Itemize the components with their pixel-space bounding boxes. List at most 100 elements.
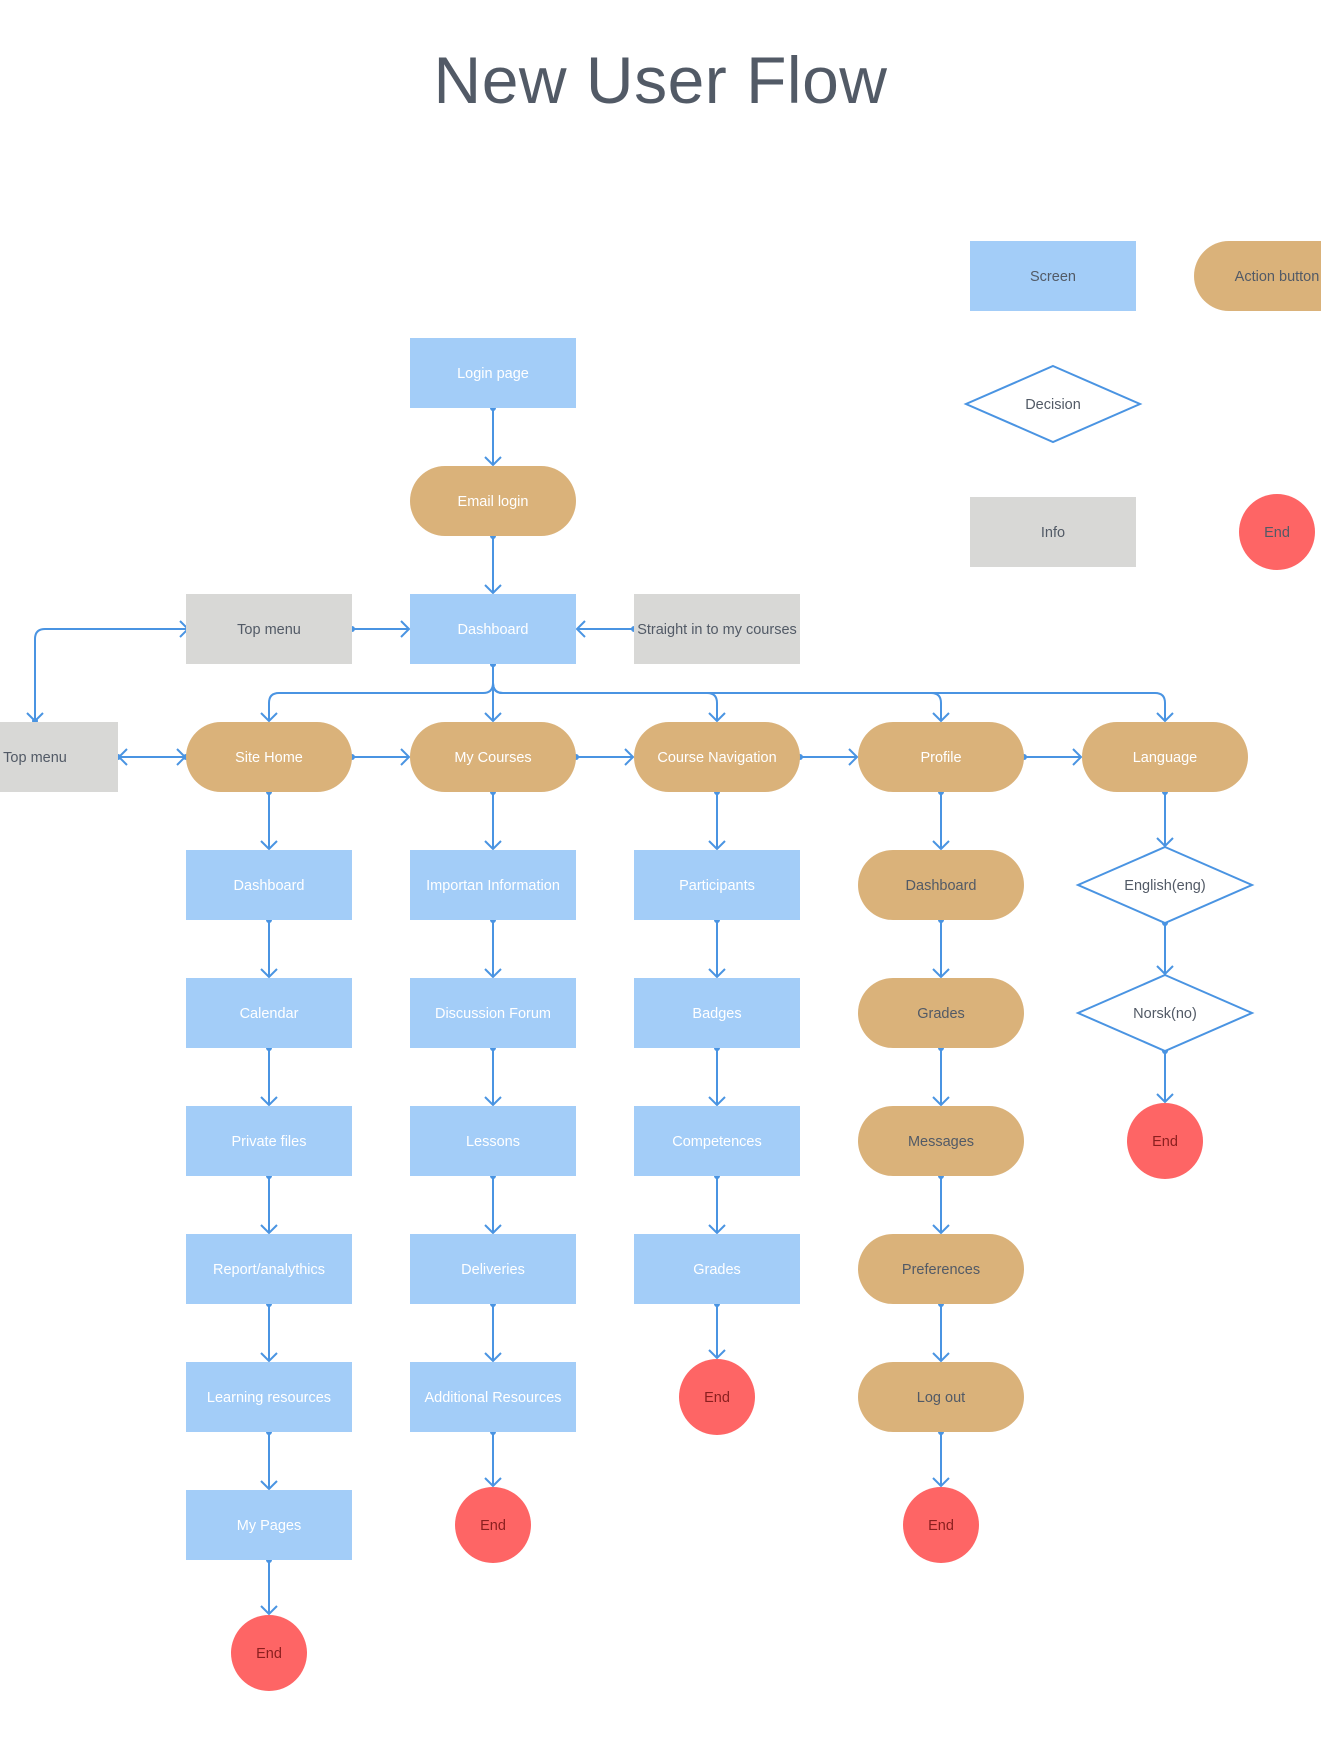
- edge-course-navigation-to-profile: [797, 748, 859, 766]
- my-courses[interactable]: My Courses: [410, 722, 576, 792]
- top-menu-left[interactable]: Top menu: [0, 722, 118, 792]
- arrow-head: [708, 712, 726, 723]
- legend-end[interactable]: End: [1239, 494, 1315, 570]
- pr-logout-shape: [858, 1362, 1024, 1432]
- mc-additional[interactable]: Additional Resources: [410, 1362, 576, 1432]
- mc-deliveries-label: Deliveries: [461, 1262, 525, 1278]
- legend-action-shape: [1194, 241, 1321, 311]
- edge-dashboard-main-to-language: [490, 661, 1174, 723]
- arrow-head: [484, 1096, 502, 1107]
- arrow-head: [400, 620, 411, 638]
- cn-end-shape: [679, 1359, 755, 1435]
- pr-messages[interactable]: Messages: [858, 1106, 1024, 1176]
- legend-end-label: End: [1264, 525, 1290, 541]
- mc-additional-label: Additional Resources: [424, 1390, 561, 1406]
- profile[interactable]: Profile: [858, 722, 1024, 792]
- legend-decision-label: Decision: [1025, 397, 1081, 413]
- arrow-head: [932, 968, 950, 979]
- legend-decision-shape: [963, 364, 1143, 444]
- arrow-head: [484, 456, 502, 467]
- edge-language-to-lang-english: [1156, 789, 1174, 848]
- pr-messages-label: Messages: [908, 1134, 974, 1150]
- mc-forum[interactable]: Discussion Forum: [410, 978, 576, 1048]
- arrow-head: [260, 1224, 278, 1235]
- pr-dashboard[interactable]: Dashboard: [858, 850, 1024, 920]
- language[interactable]: Language: [1082, 722, 1248, 792]
- edge-top-menu-info-to-dashboard-main: [349, 620, 411, 638]
- legend-screen[interactable]: Screen: [970, 241, 1136, 311]
- edge-straight-courses-to-dashboard-main: [575, 620, 637, 638]
- pr-grades[interactable]: Grades: [858, 978, 1024, 1048]
- pr-logout-label: Log out: [917, 1390, 965, 1406]
- arrow-head: [708, 1349, 726, 1360]
- pr-dashboard-shape: [858, 850, 1024, 920]
- straight-courses-label: Straight in to my courses: [637, 622, 797, 638]
- edge-profile-to-pr-dashboard: [932, 789, 950, 851]
- legend-info-label: Info: [1041, 525, 1065, 541]
- arrow-head: [484, 1477, 502, 1488]
- lang-norsk[interactable]: Norsk(no): [1075, 973, 1255, 1053]
- mc-deliveries-shape: [410, 1234, 576, 1304]
- lang-end[interactable]: End: [1127, 1103, 1203, 1179]
- cn-badges[interactable]: Badges: [634, 978, 800, 1048]
- cn-competences-shape: [634, 1106, 800, 1176]
- edge-sh-calendar-to-sh-private-files: [260, 1045, 278, 1107]
- arrow-head: [932, 1352, 950, 1363]
- legend-info-shape: [970, 497, 1136, 567]
- cn-participants[interactable]: Participants: [634, 850, 800, 920]
- edge-mc-important-to-mc-forum: [484, 917, 502, 979]
- cn-grades[interactable]: Grades: [634, 1234, 800, 1304]
- sh-end[interactable]: End: [231, 1615, 307, 1691]
- cn-badges-shape: [634, 978, 800, 1048]
- edge-my-courses-to-mc-important: [484, 789, 502, 851]
- sh-my-pages-label: My Pages: [237, 1518, 301, 1534]
- straight-courses[interactable]: Straight in to my courses: [634, 594, 800, 664]
- sh-calendar[interactable]: Calendar: [186, 978, 352, 1048]
- cn-competences[interactable]: Competences: [634, 1106, 800, 1176]
- legend-action-label: Action button: [1235, 269, 1320, 285]
- arrow-head: [932, 840, 950, 851]
- lang-english[interactable]: English(eng): [1075, 845, 1255, 925]
- pr-logout[interactable]: Log out: [858, 1362, 1024, 1432]
- edge-sh-dashboard-to-sh-calendar: [260, 917, 278, 979]
- mc-important[interactable]: Importan Information: [410, 850, 576, 920]
- mc-deliveries[interactable]: Deliveries: [410, 1234, 576, 1304]
- cn-badges-label: Badges: [692, 1006, 741, 1022]
- sh-dashboard[interactable]: Dashboard: [186, 850, 352, 920]
- legend-info[interactable]: Info: [970, 497, 1136, 567]
- arrow-head: [932, 1096, 950, 1107]
- edge-dashboard-main-to-profile: [490, 661, 950, 723]
- sh-learning[interactable]: Learning resources: [186, 1362, 352, 1432]
- arrow-head: [1156, 1093, 1174, 1104]
- top-menu-info[interactable]: Top menu: [186, 594, 352, 664]
- sh-report[interactable]: Report/analythics: [186, 1234, 352, 1304]
- top-menu-left-label: Top menu: [3, 750, 67, 766]
- edge-login-page-to-email-login: [484, 405, 502, 467]
- login-page[interactable]: Login page: [410, 338, 576, 408]
- pr-end[interactable]: End: [903, 1487, 979, 1563]
- sh-my-pages[interactable]: My Pages: [186, 1490, 352, 1560]
- legend-action[interactable]: Action button: [1194, 241, 1321, 311]
- edge-cn-competences-to-cn-grades: [708, 1173, 726, 1235]
- cn-end[interactable]: End: [679, 1359, 755, 1435]
- pr-messages-shape: [858, 1106, 1024, 1176]
- legend-decision[interactable]: Decision: [963, 364, 1143, 444]
- email-login[interactable]: Email login: [410, 466, 576, 536]
- mc-lessons[interactable]: Lessons: [410, 1106, 576, 1176]
- dashboard-main[interactable]: Dashboard: [410, 594, 576, 664]
- mc-end[interactable]: End: [455, 1487, 531, 1563]
- arrow-head: [848, 748, 859, 766]
- mc-additional-shape: [410, 1362, 576, 1432]
- site-home[interactable]: Site Home: [186, 722, 352, 792]
- arrow-head: [575, 620, 586, 638]
- edge-course-navigation-to-cn-participants: [708, 789, 726, 851]
- sh-private-files-shape: [186, 1106, 352, 1176]
- straight-courses-shape: [634, 594, 800, 664]
- cn-competences-label: Competences: [672, 1134, 761, 1150]
- pr-preferences[interactable]: Preferences: [858, 1234, 1024, 1304]
- course-navigation[interactable]: Course Navigation: [634, 722, 800, 792]
- sh-private-files[interactable]: Private files: [186, 1106, 352, 1176]
- pr-preferences-label: Preferences: [902, 1262, 980, 1278]
- edge-email-login-to-dashboard-main: [484, 533, 502, 595]
- pr-grades-shape: [858, 978, 1024, 1048]
